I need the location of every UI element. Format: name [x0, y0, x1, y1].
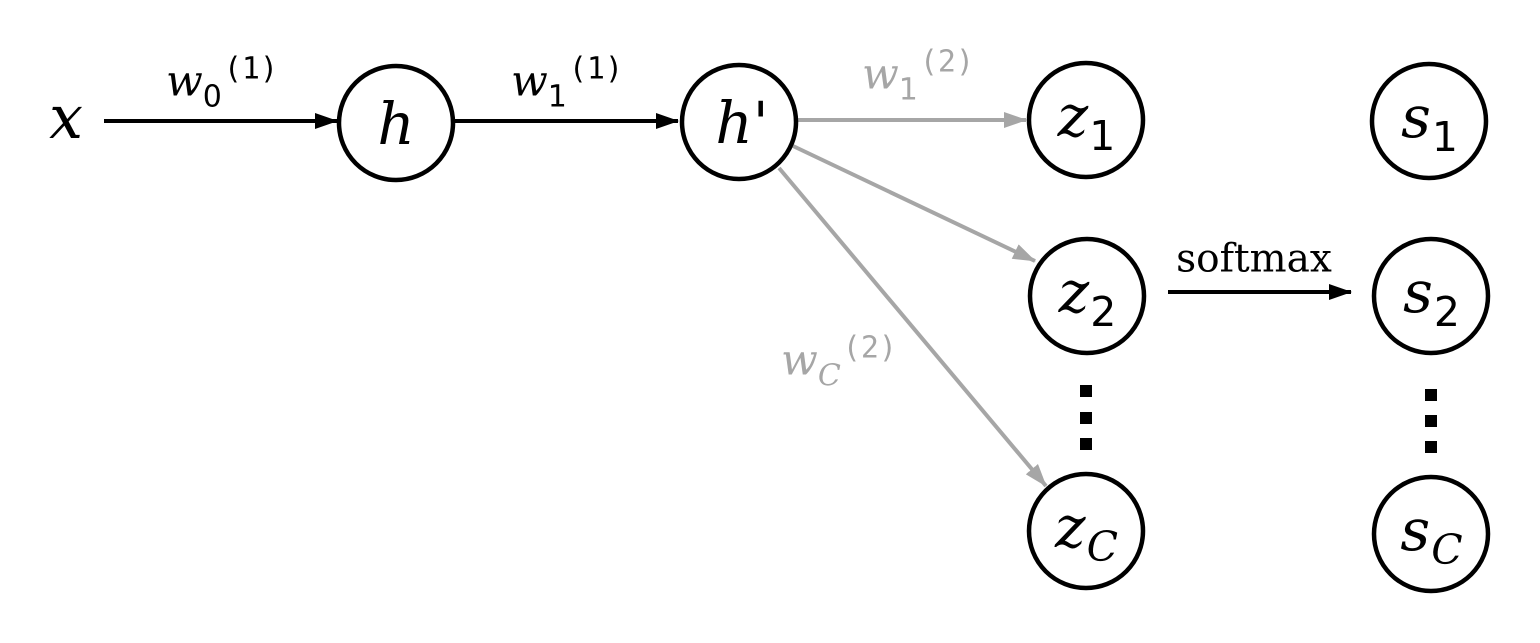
node-base: h [377, 90, 415, 158]
node-label-zC: zC [1055, 498, 1118, 568]
node-label-sC: sC [1400, 501, 1462, 571]
edge-label-w1-1: w1(1) [511, 54, 623, 112]
node-subscript: 2 [1090, 288, 1117, 336]
node-subscript: 1 [1431, 113, 1458, 161]
input-label-x: x [49, 83, 83, 153]
node-label-h: h [377, 95, 414, 153]
edge-label-softmax: softmax [1176, 236, 1332, 282]
node-base: z [1057, 82, 1089, 150]
weight-subscript: 1 [898, 72, 918, 108]
arrow-hprime-to-zC [777, 166, 1048, 488]
weight-subscript: 0 [202, 79, 222, 115]
edge-label-w1-2: w1(2) [862, 47, 974, 105]
node-circle-z1 [1026, 60, 1146, 180]
weight-base: w [165, 56, 203, 107]
node-base: h' [715, 89, 769, 157]
weight-subscript: 1 [547, 79, 567, 115]
node-label-s1: s1 [1401, 88, 1458, 158]
weight-base: w [781, 335, 818, 386]
weight-superscript: (2) [842, 330, 897, 366]
node-label-z2: z2 [1059, 263, 1117, 333]
node-subscript: C [1431, 526, 1463, 574]
edge-label-w0-1: w0(1) [166, 54, 278, 112]
weight-superscript: (2) [919, 44, 975, 80]
node-label-z1: z1 [1058, 87, 1116, 157]
vertical-ellipsis-z [1080, 385, 1092, 450]
vertical-ellipsis-s [1425, 389, 1437, 453]
node-base: s [1401, 83, 1431, 151]
node-subscript: 1 [1089, 112, 1116, 160]
node-circle-s2 [1371, 236, 1491, 356]
node-label-s2: s2 [1403, 263, 1460, 333]
node-circle-s1 [1369, 61, 1489, 181]
node-circle-z2 [1027, 236, 1147, 356]
weight-base: w [510, 56, 548, 107]
node-base: s [1400, 496, 1431, 564]
node-circle-zC [1026, 471, 1146, 591]
node-base: s [1403, 258, 1433, 326]
edge-label-wC-2: wC(2) [781, 333, 897, 391]
weight-superscript: (1) [568, 51, 624, 87]
node-subscript: 2 [1433, 288, 1460, 336]
node-circle-hprime [679, 62, 799, 182]
node-base: z [1058, 258, 1090, 326]
weight-superscript: (1) [223, 51, 279, 87]
node-circle-sC [1371, 474, 1491, 594]
weight-base: w [861, 49, 899, 100]
node-label-hprime: h' [715, 94, 768, 152]
node-circle-h [336, 63, 456, 183]
arrow-hprime-to-z2 [792, 144, 1036, 263]
weight-subscript: C [817, 358, 841, 394]
node-base: z [1055, 493, 1086, 561]
node-subscript: C [1086, 523, 1118, 571]
